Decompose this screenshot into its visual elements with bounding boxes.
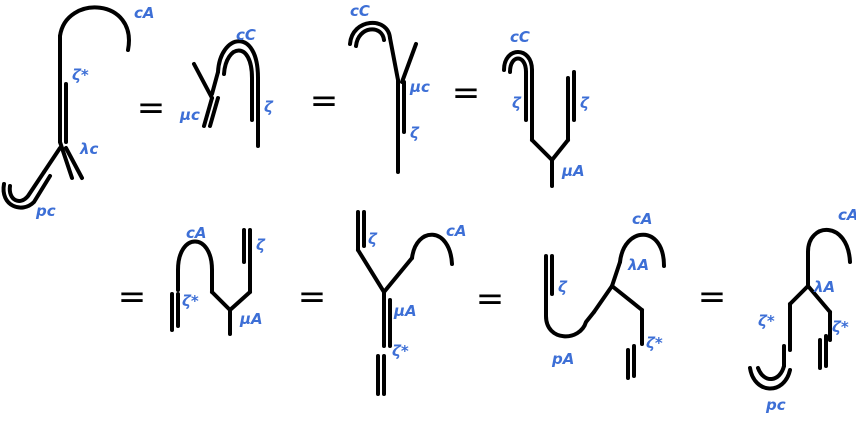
label-mu-a-4: μA <box>561 162 585 180</box>
label-cA-8: cA <box>838 206 856 224</box>
label-cc-4: cC <box>510 28 530 46</box>
diagram-4: cC ζ ζ μA <box>502 28 590 188</box>
label-zeta-star-1: ζ* <box>72 66 89 84</box>
label-lambda-a-7: λA <box>627 256 649 274</box>
label-zeta-5: ζ <box>256 236 266 254</box>
equals-sign-3: = <box>452 73 481 113</box>
equals-sign-7: = <box>698 277 727 317</box>
diagram-3: cC μc ζ <box>348 2 430 174</box>
label-pc-8: pc <box>765 396 786 414</box>
label-cA-7: cA <box>632 210 653 228</box>
label-cA-6: cA <box>446 222 467 240</box>
label-mu-a-5: μA <box>239 310 263 328</box>
label-zeta-star-6: ζ* <box>392 342 409 360</box>
label-zeta-star-8b: ζ* <box>832 318 849 336</box>
label-pc-1: pc <box>35 202 56 220</box>
diagram-1: cA ζ* λc pc <box>1 4 155 220</box>
diagram-7: ζ cA λA pA ζ* <box>544 210 666 380</box>
label-mu-c-2: μc <box>179 106 200 124</box>
label-zeta-6: ζ <box>368 230 378 248</box>
equals-sign-2: = <box>310 81 339 121</box>
diagram-6: ζ cA μA ζ* <box>356 210 467 396</box>
label-zeta-star-8a: ζ* <box>758 312 775 330</box>
diagram-5: cA ζ* μA ζ <box>170 224 266 336</box>
label-cc-3: cC <box>350 2 370 20</box>
label-cA-5: cA <box>186 224 207 242</box>
equals-sign-1: = <box>137 88 166 128</box>
diagram-2: cC μc ζ <box>179 26 274 148</box>
equals-sign-5: = <box>298 277 327 317</box>
label-zeta-3: ζ <box>410 124 420 142</box>
label-lambda-a-8: λA <box>813 278 835 296</box>
label-cc-2: cC <box>236 26 256 44</box>
label-zeta-7: ζ <box>558 278 568 296</box>
label-zeta-4b: ζ <box>580 94 590 112</box>
equals-sign-4: = <box>118 277 147 317</box>
label-pa-7: pA <box>551 350 574 368</box>
label-zeta-star-7: ζ* <box>646 334 663 352</box>
label-zeta-4a: ζ <box>512 94 522 112</box>
equals-sign-6: = <box>476 279 505 319</box>
label-mu-c-3: μc <box>409 78 430 96</box>
label-mu-a-6: μA <box>393 302 417 320</box>
label-cA-1: cA <box>134 4 155 22</box>
diagram-8: cA λA ζ* ζ* pc <box>748 206 856 414</box>
label-zeta-star-5: ζ* <box>182 292 199 310</box>
label-zeta-2: ζ <box>264 98 274 116</box>
label-lambda-c-1: λc <box>79 140 98 158</box>
